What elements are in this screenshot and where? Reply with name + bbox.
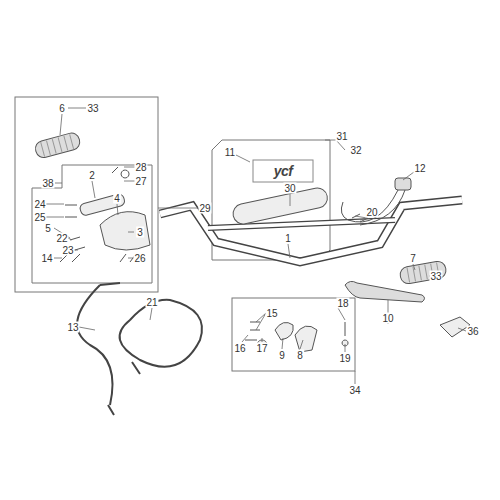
callout-number: 26	[133, 253, 146, 264]
callout-number: 30	[283, 183, 296, 194]
throttle-housing	[100, 212, 150, 250]
callout-number: 34	[348, 385, 361, 396]
leader-lines	[46, 108, 466, 384]
clutch-lever	[345, 281, 425, 302]
callout-number: 23	[61, 245, 74, 256]
callout-number: 14	[40, 253, 53, 264]
callout-number: 17	[255, 343, 268, 354]
clutch-cable	[120, 300, 202, 374]
callout-number: 32	[349, 145, 362, 156]
callout-number: 19	[338, 353, 351, 364]
left-grip	[34, 131, 82, 159]
callout-number: 11	[224, 147, 236, 158]
callout-number: 21	[145, 297, 158, 308]
callout-number: 33	[86, 103, 99, 114]
callout-number: 22	[55, 233, 68, 244]
callout-number: 29	[198, 203, 211, 214]
callout-number: 27	[134, 176, 147, 187]
callout-number: 38	[41, 178, 54, 189]
group-box	[15, 97, 158, 292]
callout-number: 36	[466, 326, 479, 337]
callout-number: 8	[296, 350, 304, 361]
callout-number: 31	[335, 131, 348, 142]
callout-number: 1	[284, 233, 292, 244]
logo-box	[253, 160, 313, 182]
callout-number: 5	[44, 223, 52, 234]
brand-logo: ycf	[273, 166, 294, 177]
callout-number: 10	[381, 313, 394, 324]
callout-number: 16	[233, 343, 246, 354]
callout-number: 3	[136, 227, 144, 238]
callout-number: 25	[33, 212, 46, 223]
throttle-cable	[77, 283, 120, 415]
callout-number: 9	[278, 350, 286, 361]
callout-number: 2	[88, 170, 96, 181]
callout-number: 7	[409, 253, 417, 264]
callout-number: 15	[265, 308, 278, 319]
callout-number: 4	[113, 193, 121, 204]
callout-number: 24	[33, 199, 46, 210]
callout-number: 13	[66, 322, 79, 333]
switch-wire	[341, 190, 405, 225]
callout-number: 6	[58, 103, 66, 114]
group-box	[232, 298, 355, 371]
right-grip	[399, 260, 447, 285]
callout-number: 20	[365, 207, 378, 218]
callout-number: 12	[413, 163, 426, 174]
callout-number: 28	[134, 162, 147, 173]
callout-number: 33	[429, 271, 442, 282]
callout-number: 18	[336, 298, 349, 309]
bar-pad	[231, 186, 329, 226]
